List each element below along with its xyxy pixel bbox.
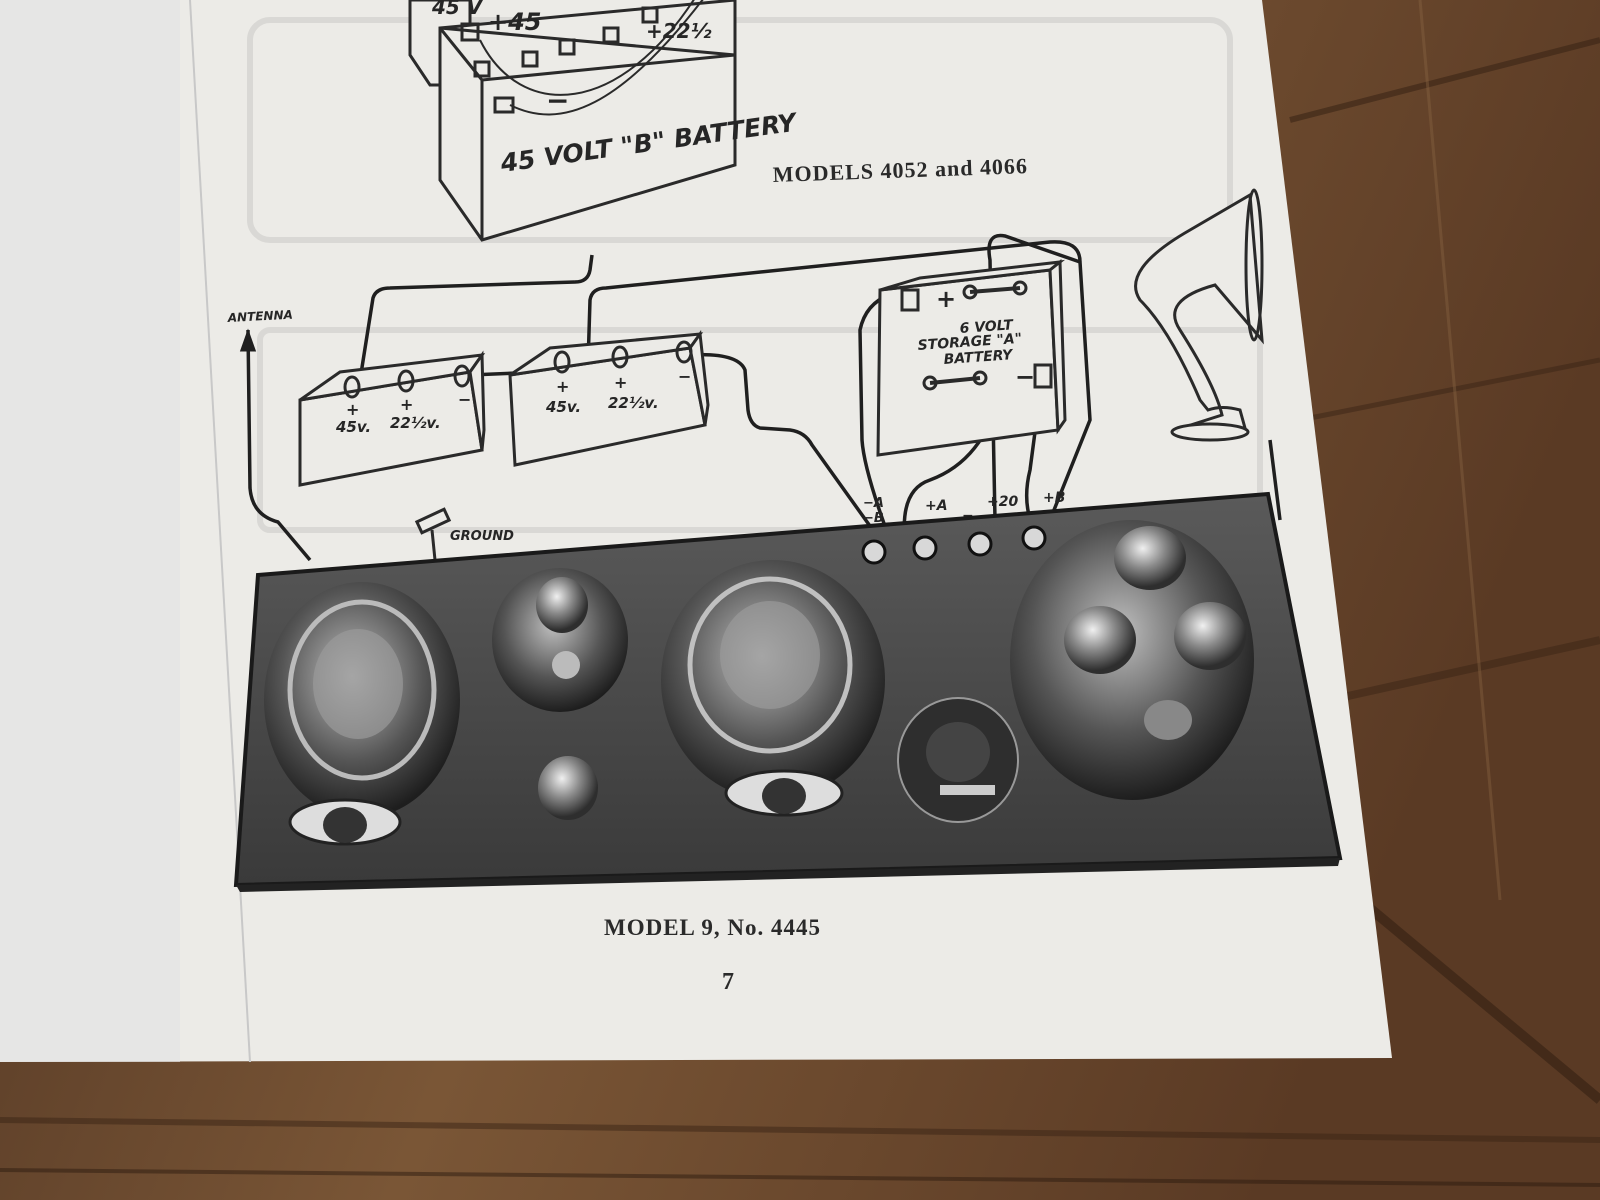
terminal-neg-a: −A (863, 496, 884, 511)
b1-plus-a: + (346, 400, 359, 419)
label-minus: − (546, 84, 569, 117)
show-through (247, 17, 1263, 533)
b-battery-1-labels: + + − 45v. 22½v. (335, 390, 471, 436)
b2-plus-b: + (614, 373, 627, 392)
b-battery-illustration (408, 0, 737, 242)
b1-plus-b: + (400, 395, 413, 414)
label-plus-22-half: +22½ (646, 19, 712, 43)
wiring-diagram: ANTENNA + + − 45v. 22½v. + (226, 188, 1343, 892)
a-battery-line3: BATTERY (943, 347, 1015, 368)
horn-speaker (1134, 188, 1264, 442)
terminal-pos-b: +B (1043, 490, 1065, 506)
b-battery-2-labels: + + − 45v. 22½v. (545, 367, 691, 416)
ground-clip (414, 507, 452, 561)
a-battery-line1: 6 VOLT (959, 317, 1015, 337)
small-knob (538, 756, 598, 820)
b2-22half-v: 22½v. (608, 394, 659, 412)
b2-45v: 45v. (545, 398, 581, 416)
antenna-label: ANTENNA (226, 308, 293, 325)
b2-plus-a: + (556, 377, 569, 396)
binding-posts (861, 525, 1047, 565)
rheostat (897, 697, 1019, 823)
antenna-arrow (239, 328, 257, 352)
left-tuning-dial (264, 582, 460, 846)
caption-model-9: MODEL 9, No. 4445 (604, 915, 821, 940)
center-tuning-dial (661, 560, 885, 817)
b-battery-1 (298, 350, 486, 487)
terminal-pos-20: +20 (987, 494, 1018, 510)
radio-panel-photo (233, 491, 1343, 892)
b1-22half-v: 22½v. (390, 414, 441, 432)
detector-tube-socket (492, 568, 628, 712)
terminal-pos-a: +A (925, 498, 948, 514)
b1-45v: 45v. (335, 418, 371, 436)
terminal-dash: − (962, 508, 974, 524)
ground-label: GROUND (450, 529, 514, 544)
b2-minus: − (678, 367, 691, 386)
a-plus: + (936, 285, 956, 313)
label-plus-45: +45 (488, 8, 542, 36)
b1-minus: − (458, 390, 471, 409)
a-battery-line2: STORAGE "A" (917, 331, 1022, 354)
label-45v-partial: 45 V (431, 0, 484, 19)
a-battery (876, 258, 1067, 457)
b-battery-2 (508, 329, 710, 467)
amplifier-tube-assembly (1010, 520, 1254, 800)
terminal-labels: −A −B +A − +20 +B (863, 490, 1065, 526)
a-battery-labels: + − 6 VOLT STORAGE "A" BATTERY (917, 285, 1035, 391)
page-number: 7 (722, 969, 734, 995)
terminal-neg-b: −B (863, 511, 884, 526)
a-minus: − (1015, 363, 1035, 391)
